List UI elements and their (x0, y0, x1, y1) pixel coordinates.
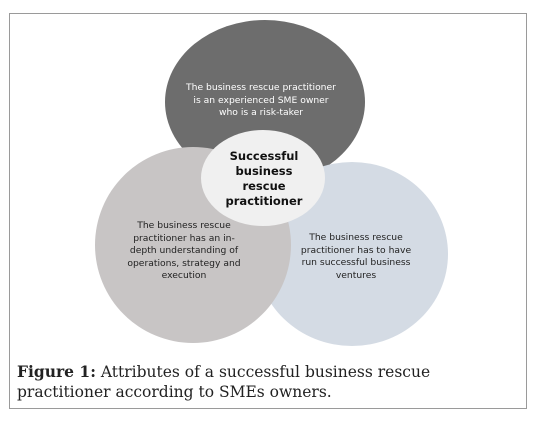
venn-diagram (95, 20, 448, 346)
caption-label: Figure 1: (17, 362, 96, 381)
top-circle-label: The business rescue practitioner is an e… (186, 82, 336, 118)
center-label: Successful business rescue practitioner (225, 149, 303, 208)
right-circle-label: The business rescue practitioner has to … (300, 232, 412, 281)
top-circle (165, 20, 365, 184)
figure-caption: Figure 1: Attributes of a successful bus… (17, 362, 437, 402)
caption-text: Attributes of a successful business resc… (17, 363, 431, 401)
center-ellipse (201, 130, 325, 226)
left-circle-label: The business rescue practitioner has an … (127, 220, 241, 281)
